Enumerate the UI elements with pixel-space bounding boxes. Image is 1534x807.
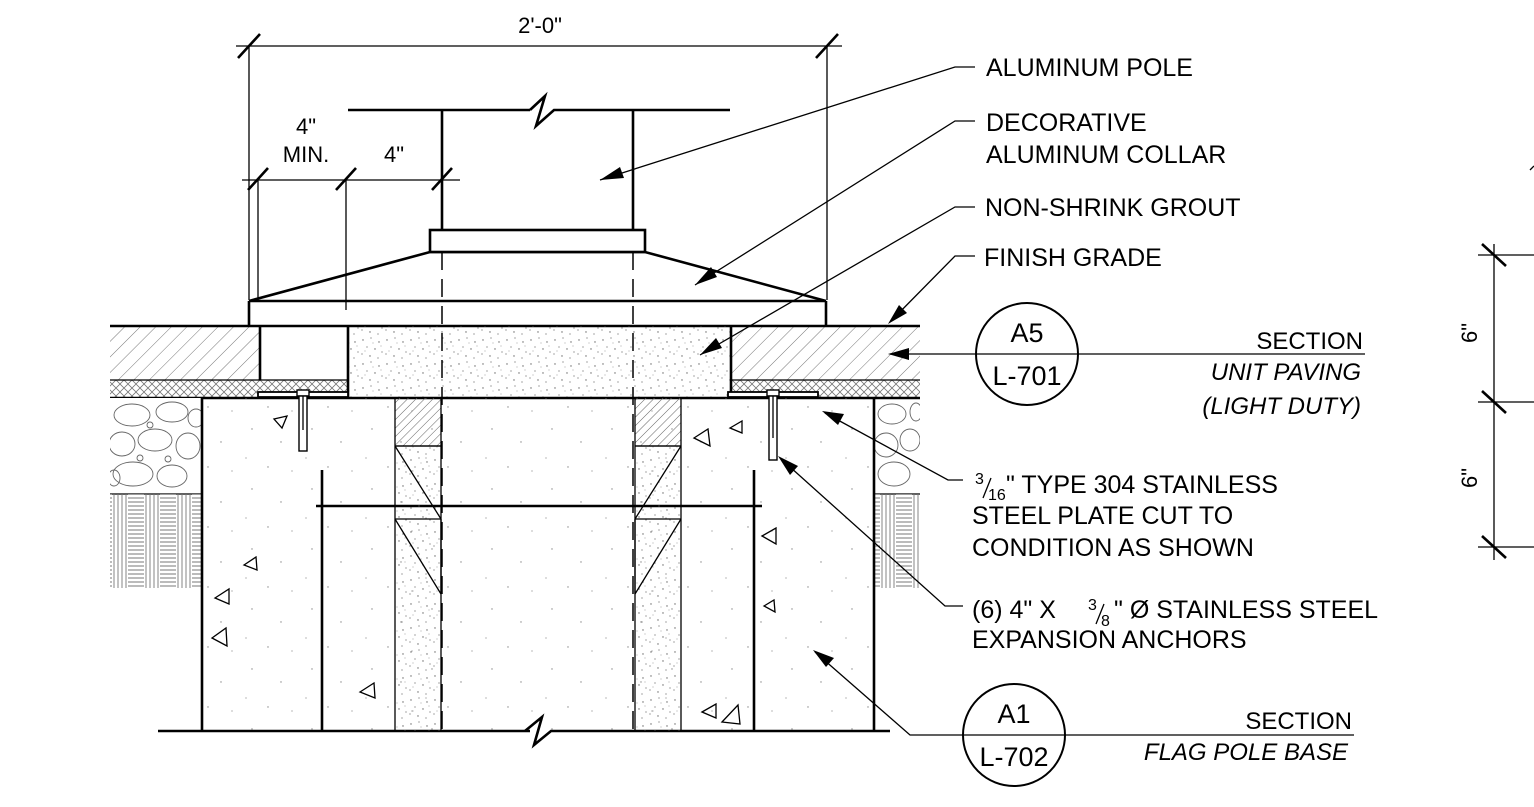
- reference-detail-number: A1: [997, 699, 1030, 729]
- dimension-min-value: 4": [296, 114, 316, 139]
- aggregate-marks: [210, 415, 777, 725]
- note-collar-line-1: DECORATIVE: [986, 109, 1147, 137]
- dimension-right-lower: 6": [1457, 468, 1482, 488]
- aluminum-pole: [348, 91, 730, 731]
- unit-paving: [110, 326, 920, 397]
- gravel-subbase: [110, 398, 920, 588]
- note-anchor-line-1a: (6) 4" X: [972, 596, 1056, 624]
- note-collar-line-2: ALUMINUM COLLAR: [986, 141, 1226, 169]
- reference-section-label: SECTION: [1245, 708, 1352, 735]
- dimension-offset-label: 4": [384, 142, 404, 167]
- note-anchor-fraction-den: 8: [1101, 613, 1110, 630]
- pole-sleeve: [394, 398, 682, 731]
- note-plate-line-1: " TYPE 304 STAINLESS: [1006, 471, 1278, 499]
- dimension-overall-label: 2'-0": [518, 13, 562, 38]
- non-shrink-grout: [258, 326, 733, 398]
- note-plate-line-2: STEEL PLATE CUT TO: [972, 502, 1233, 530]
- rebar-cage: [316, 470, 762, 731]
- leader-arrowheads: [600, 167, 909, 667]
- reference-section-label: SECTION: [1256, 328, 1363, 355]
- note-anchors: (6) 4" X 3 8 " Ø STAINLESS STEEL EXPANSI…: [972, 596, 1378, 654]
- note-aluminum-pole: ALUMINUM POLE: [986, 54, 1193, 82]
- note-plate-line-3: CONDITION AS SHOWN: [972, 534, 1254, 562]
- reference-bubble-flag-pole-base: A1 L-702 SECTION FLAG POLE BASE: [962, 683, 1354, 787]
- reference-detail-number: A5: [1010, 318, 1043, 348]
- reference-bubble-unit-paving: A5 L-701 SECTION UNIT PAVING (LIGHT DUTY…: [975, 302, 1365, 420]
- dimension-offsets: [242, 167, 460, 310]
- leader-lines: [599, 66, 975, 736]
- reference-title-line-1: FLAG POLE BASE: [1144, 739, 1349, 766]
- note-steel-plate: 3 16 " TYPE 304 STAINLESS STEEL PLATE CU…: [972, 471, 1278, 562]
- dimension-overall: [236, 33, 842, 300]
- expansion-anchors: [296, 389, 780, 461]
- note-finish-grade: FINISH GRADE: [984, 244, 1162, 272]
- reference-title-line-2: (LIGHT DUTY): [1202, 393, 1361, 420]
- dimension-right-partial: [1478, 165, 1534, 560]
- concrete-footing: [158, 398, 890, 749]
- note-anchor-fraction-num: 3: [1088, 597, 1097, 614]
- note-grout: NON-SHRINK GROUT: [985, 194, 1241, 222]
- note-anchor-line-1b: " Ø STAINLESS STEEL: [1114, 596, 1378, 624]
- reference-title-line-1: UNIT PAVING: [1211, 359, 1361, 386]
- dimension-right-upper: 6": [1457, 323, 1482, 343]
- note-anchor-line-2: EXPANSION ANCHORS: [972, 626, 1247, 654]
- reference-sheet-number: L-701: [992, 361, 1061, 391]
- dimension-min-label: MIN.: [283, 142, 329, 167]
- note-plate-fraction-num: 3: [975, 471, 984, 488]
- reference-sheet-number: L-702: [979, 742, 1048, 772]
- aluminum-collar: [247, 228, 828, 326]
- note-plate-fraction-den: 16: [988, 487, 1006, 504]
